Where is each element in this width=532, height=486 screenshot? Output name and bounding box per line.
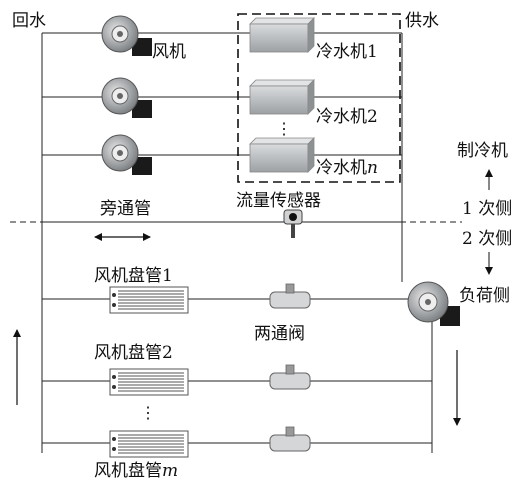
fcu-1-label: 风机盘管1 [94, 266, 173, 286]
load-side-label: 负荷侧 [459, 286, 510, 306]
chiller-1-label: 冷水机1 [316, 42, 378, 62]
flow-sensor-label: 流量传感器 [236, 191, 321, 211]
fcu-2-label: 风机盘管2 [94, 343, 173, 363]
fan-coil-icon [109, 286, 189, 314]
chiller-ellipsis: ⋮ [276, 119, 292, 138]
secondary-side-label: 2 次侧 [462, 229, 512, 249]
chiller-n-prefix: 冷水机 [316, 158, 367, 178]
chiller-2-label: 冷水机2 [316, 107, 378, 127]
fan-coil-icon [109, 368, 189, 396]
fcu-m-prefix: 风机盘管 [94, 461, 162, 481]
fan-icon [101, 77, 152, 118]
chiller-group-frame [237, 13, 401, 183]
fan-icon [101, 15, 152, 56]
bypass-label: 旁通管 [100, 199, 151, 219]
chiller-n-suffix: n [367, 158, 378, 178]
valve-icon [269, 426, 311, 452]
chiller-icon [249, 17, 315, 53]
fan-label: 风机 [152, 42, 186, 62]
fan-icon [407, 281, 460, 326]
fan-coil-icon [109, 430, 189, 458]
valve-icon [269, 283, 311, 309]
supply-water-label: 供水 [405, 11, 439, 31]
fan-icon [101, 134, 152, 175]
refrigeration-side-label: 制冷机 [457, 141, 508, 161]
fcu-m-label: 风机盘管m [94, 461, 178, 481]
chiller-icon [249, 137, 315, 173]
main-pipes [41, 32, 433, 453]
chiller-n-label: 冷水机n [316, 158, 378, 178]
return-water-label: 回水 [12, 11, 46, 31]
primary-side-label: 1 次侧 [462, 199, 512, 219]
fcu-ellipsis: ⋮ [140, 403, 156, 422]
chiller-icon [249, 79, 315, 115]
valve-icon [269, 364, 311, 390]
fcu-m-suffix: m [162, 461, 178, 481]
two-way-valve-label: 两通阀 [254, 324, 305, 344]
flow-sensor-icon [283, 209, 303, 238]
